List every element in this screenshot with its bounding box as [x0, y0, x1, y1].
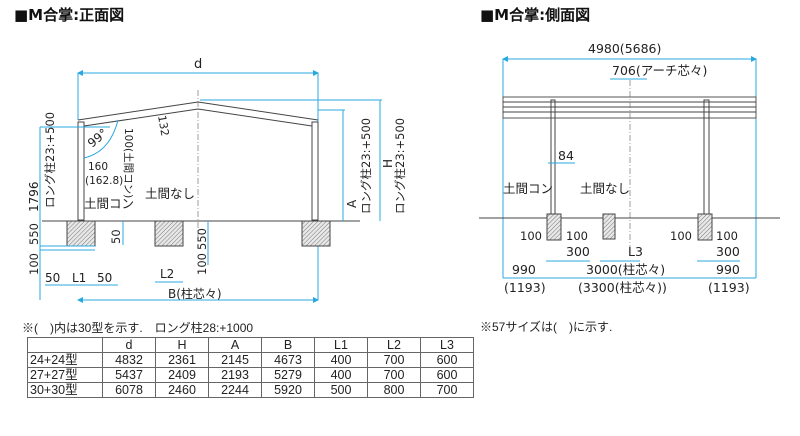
arrow-100-2: 100: [566, 229, 588, 243]
cell: 700: [367, 367, 421, 383]
side-doma-con-label: 土間コン: [503, 181, 553, 196]
footing-center: [154, 220, 184, 247]
cell: 6078: [102, 382, 156, 398]
arrow-100-1: 100: [520, 229, 542, 243]
center57-label: (3300(柱芯々)): [578, 280, 667, 295]
L2-label: L2: [160, 267, 174, 281]
cell: 2409: [155, 367, 209, 383]
long-left-label: ロング柱23:+500: [43, 112, 57, 208]
rafter-label: 132: [155, 114, 171, 137]
cell: 5920: [261, 382, 315, 398]
w990a-label: 990: [512, 262, 536, 277]
post-label: 84: [558, 148, 574, 163]
arrow-100-3: 100: [670, 229, 692, 243]
doma-con-dim-label: 100(土間コン): [122, 128, 135, 198]
cell: 2460: [155, 382, 209, 398]
cell: 700: [420, 382, 474, 398]
w990b-label: 990: [716, 262, 740, 277]
d550b-label: 550: [195, 228, 209, 250]
cell: 24+24型: [27, 352, 103, 368]
d100b-label: 100: [195, 253, 209, 275]
side-doma-nashi-label: 土間なし: [580, 181, 630, 196]
B-label: B(柱芯々): [168, 286, 222, 301]
header-cell: H: [155, 337, 209, 353]
header-cell: L3: [420, 337, 474, 353]
side-note: ※57サイズは( )に示す.: [480, 320, 613, 334]
footing-right: [301, 220, 331, 247]
cell: 2361: [155, 352, 209, 368]
cell: 600: [420, 352, 474, 368]
H-label: H: [381, 159, 395, 168]
cell: 30+30型: [27, 382, 103, 398]
w1628-label: (162.8): [85, 175, 123, 187]
angle-label: 99°: [85, 126, 110, 150]
d-label: d: [194, 57, 202, 72]
cell: 5279: [261, 367, 315, 383]
long-H-label: ロング柱23:+500: [393, 118, 407, 214]
header-cell: [27, 337, 103, 353]
side-title: ■M合掌:側面図: [480, 6, 590, 24]
right-column: [311, 121, 319, 221]
cell: 2193: [208, 367, 262, 383]
front-title: ■M合掌:正面図: [14, 6, 124, 24]
w300b-label: 300: [716, 244, 740, 259]
w160-label: 160: [88, 161, 108, 173]
total-label: 4980(5686): [588, 41, 661, 56]
d100-label: 100: [27, 253, 41, 275]
long-A-label: ロング柱23:+500: [359, 118, 373, 214]
roof-panels: [502, 96, 757, 119]
d50-label: 50: [109, 229, 123, 244]
doma-nashi-label: 土間なし: [145, 186, 195, 201]
cell: 400: [314, 367, 368, 383]
header-cell: d: [102, 337, 156, 353]
cell: 4673: [261, 352, 315, 368]
cell: 500: [314, 382, 368, 398]
front-view: ■M合掌:正面図 d 1796 ロング柱23:+500 99° 132 160 …: [14, 6, 407, 303]
arrow-100-4: 100: [716, 229, 738, 243]
side-footing-right: [697, 213, 713, 241]
cell: 600: [420, 367, 474, 383]
table-header-row: d H A B L1 L2 L3: [27, 337, 474, 353]
header-cell: L1: [314, 337, 368, 353]
cell: 800: [367, 382, 421, 398]
cell: 2244: [208, 382, 262, 398]
w1193b-label: (1193): [708, 280, 750, 295]
side-footing-left: [546, 213, 562, 241]
cell: 2145: [208, 352, 262, 368]
L3-label: L3: [628, 244, 643, 259]
cell: 700: [367, 352, 421, 368]
A-label: A: [345, 199, 359, 208]
cell: 27+27型: [27, 367, 103, 383]
header-cell: A: [208, 337, 262, 353]
footing-left: [66, 220, 96, 247]
w50b-label: 50: [97, 271, 112, 285]
cell: 4832: [102, 352, 156, 368]
side-view: ■M合掌:側面図 4980(5686) 706(アーチ芯々) 84 土間コン 土…: [479, 6, 780, 295]
doma-con-label: 土間コン: [84, 196, 134, 211]
h1796-label: 1796: [27, 181, 41, 212]
L1-label: L1: [72, 271, 86, 285]
w50a-label: 50: [45, 271, 60, 285]
cell: 5437: [102, 367, 156, 383]
center-label: 3000(柱芯々): [586, 262, 665, 277]
w1193a-label: (1193): [504, 280, 546, 295]
left-column: [77, 121, 85, 221]
w300a-label: 300: [566, 244, 590, 259]
table-note: ※( )内は30型を示す. ロング柱28:+1000: [22, 321, 254, 335]
header-cell: L2: [367, 337, 421, 353]
cell: 400: [314, 352, 368, 368]
header-cell: B: [261, 337, 315, 353]
d550-label: 550: [27, 223, 41, 245]
side-footing-center: [602, 213, 616, 240]
arch-label: 706(アーチ芯々): [612, 63, 707, 78]
